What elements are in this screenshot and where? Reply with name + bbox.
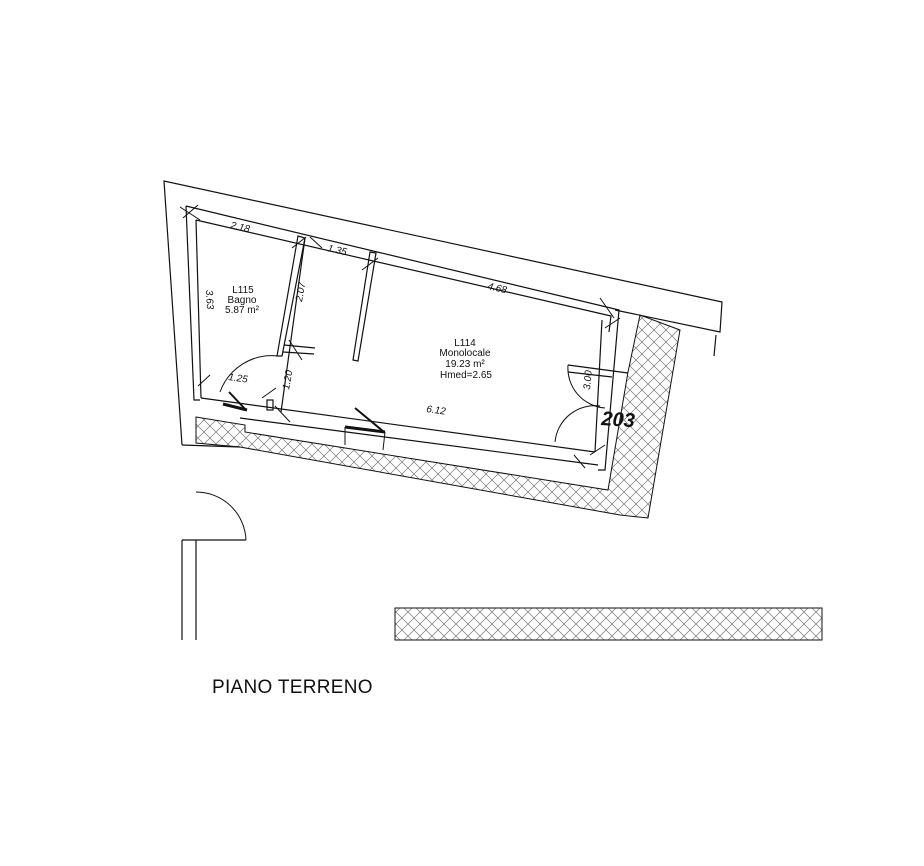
room-area-bagno: 5.87 m²: [225, 305, 260, 316]
hatched-wall-bottom: [394, 607, 823, 641]
room-height: Hmed=2.65: [440, 370, 492, 381]
dim-6-12: 6.12: [426, 404, 447, 418]
room-name-monolocale: Monolocale: [439, 348, 491, 359]
dim-3-63: 3.63: [203, 290, 215, 310]
unit-number: 203: [600, 408, 636, 432]
room-walls: [185, 205, 629, 471]
dim-1-20: 1.20: [281, 369, 295, 391]
dim-3-00: 3.00: [582, 369, 595, 390]
bathroom-door-arc: [219, 355, 279, 393]
dimension-ticks: [179, 204, 621, 469]
dim-2-18: 2.18: [228, 220, 251, 235]
dim-2-07: 2.07: [294, 281, 308, 303]
room-name-bagno: Bagno: [228, 295, 257, 306]
windows: [222, 391, 386, 451]
room-code-l115: L115: [232, 285, 254, 296]
entry-door-arc-2: [554, 405, 601, 443]
room-area-monolocale: 19.23 m²: [445, 359, 485, 370]
entry-door-arc: [567, 364, 606, 409]
dim-1-25: 1.25: [228, 372, 249, 386]
outer-boundary: [163, 180, 723, 640]
plan-title: PIANO TERRENO: [212, 677, 373, 698]
dim-4-68: 4.68: [486, 281, 508, 296]
doors: [219, 355, 606, 443]
dim-1-35: 1.35: [326, 243, 348, 258]
room-code-l114: L114: [454, 338, 476, 349]
